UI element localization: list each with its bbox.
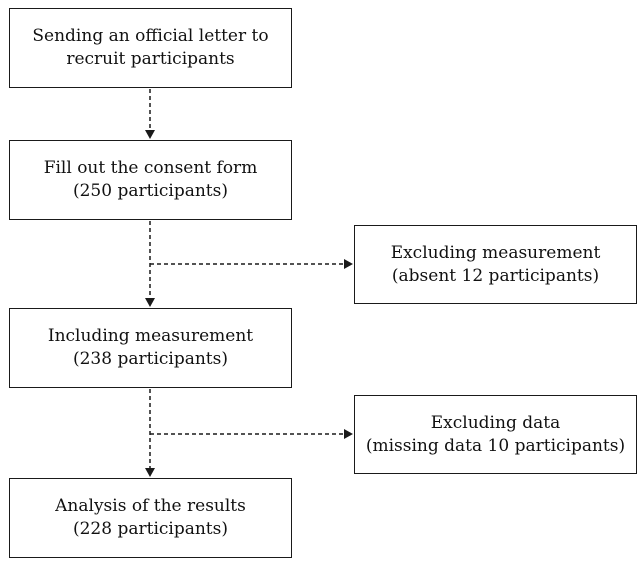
step-including-measurement-line2: (238 participants)	[72, 349, 228, 369]
step-analysis-line2: (228 participants)	[72, 519, 228, 539]
step-consent-form-line2: (250 participants)	[72, 181, 228, 201]
step-consent-form: Fill out the consent form (250 participa…	[9, 140, 292, 220]
step-send-letter-line1: Sending an official letter to	[32, 26, 269, 46]
arrow-consent-to-including	[145, 221, 155, 307]
step-consent-form-line1: Fill out the consent form	[43, 158, 258, 178]
step-send-letter: Sending an official letter to recruit pa…	[9, 8, 292, 88]
step-send-letter-line2: recruit participants	[66, 49, 235, 69]
arrow-letter-to-consent	[145, 89, 155, 139]
exclusion-measurement: Excluding measurement (absent 12 partici…	[354, 225, 637, 304]
arrow-to-excluding-data	[150, 429, 353, 439]
step-including-measurement-line1: Including measurement	[47, 326, 254, 346]
exclusion-measurement-line1: Excluding measurement	[390, 242, 601, 263]
exclusion-data-line1: Excluding data	[430, 412, 561, 433]
arrow-including-to-analysis	[145, 389, 155, 477]
exclusion-data: Excluding data (missing data 10 particip…	[354, 395, 637, 474]
step-analysis-line1: Analysis of the results	[55, 496, 246, 516]
exclusion-data-line2: (missing data 10 participants)	[365, 435, 626, 456]
exclusion-measurement-line2: (absent 12 participants)	[391, 265, 600, 286]
arrow-to-excluding-measurement	[150, 259, 353, 269]
step-including-measurement: Including measurement (238 participants)	[9, 308, 292, 388]
step-analysis: Analysis of the results (228 participant…	[9, 478, 292, 558]
